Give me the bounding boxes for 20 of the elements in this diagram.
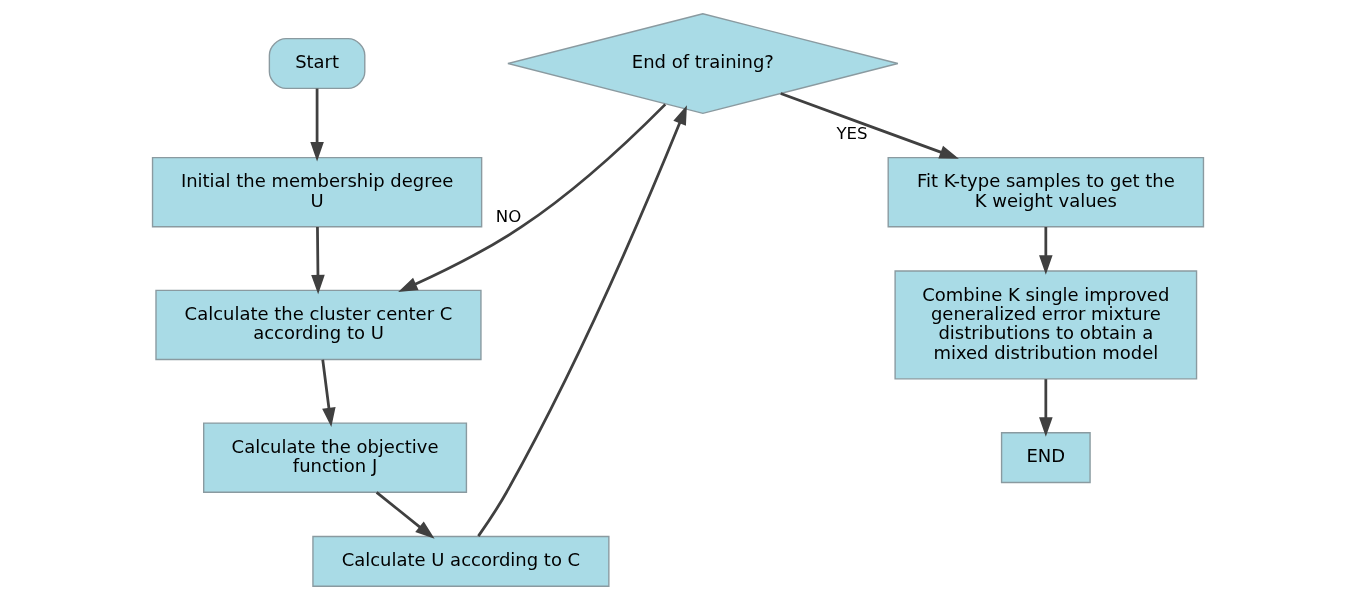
- arrow: [1039, 227, 1053, 275]
- node-box: Combine K single improved generalized error mixture distributions to obtain a mixed distribution model: [894, 270, 1198, 380]
- node-box: Calculate the cluster center C according to U: [155, 289, 482, 361]
- edge-label: NO: [495, 207, 522, 227]
- node-box: Fit K-type samples to get the K weight values: [887, 156, 1205, 228]
- node-box: END: [1000, 432, 1091, 484]
- arrow: [321, 359, 336, 428]
- arrow: [375, 491, 435, 539]
- arrow: [310, 88, 324, 162]
- node-box: Calculate U according to C: [312, 535, 610, 587]
- arrow: [477, 105, 687, 537]
- arrow: [398, 103, 667, 292]
- node-diamond: End of training?: [507, 13, 899, 115]
- node-box: Start: [268, 37, 366, 90]
- arrow: [1039, 379, 1053, 437]
- node-box: Calculate the objective function J: [203, 422, 468, 493]
- arrow: [311, 227, 325, 295]
- node-box: Initial the membership degree U: [151, 156, 483, 228]
- edge-label: YES: [836, 123, 868, 143]
- arrow: [780, 92, 959, 159]
